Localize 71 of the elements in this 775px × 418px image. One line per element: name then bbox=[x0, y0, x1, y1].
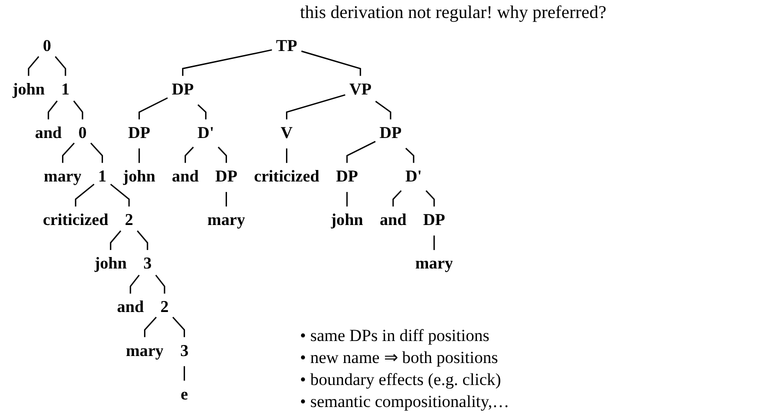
node-text: 2 bbox=[124, 212, 134, 230]
node-text: and bbox=[380, 212, 406, 230]
node-text: D' bbox=[198, 124, 214, 142]
node-text: e bbox=[180, 386, 188, 404]
bullet-point: • semantic compositionality,… bbox=[300, 391, 510, 413]
node-text: and bbox=[117, 298, 144, 316]
connector bbox=[144, 316, 157, 338]
node-text: V bbox=[280, 124, 293, 142]
node-text: DP bbox=[380, 124, 402, 142]
node-text: 1 bbox=[61, 81, 70, 99]
connector bbox=[426, 190, 435, 206]
connector bbox=[392, 190, 402, 206]
bullet-point: • same DPs in diff positions bbox=[300, 325, 490, 347]
connector bbox=[130, 274, 140, 294]
connector bbox=[28, 56, 40, 76]
node-text: 3 bbox=[143, 255, 152, 273]
connector bbox=[73, 100, 84, 120]
connector bbox=[346, 192, 348, 206]
node-text: john bbox=[330, 212, 364, 230]
connector bbox=[74, 184, 94, 206]
connector bbox=[172, 316, 186, 338]
connector bbox=[54, 56, 66, 76]
connector bbox=[155, 274, 166, 294]
node-text: and bbox=[172, 168, 199, 186]
node-text: DP bbox=[423, 212, 446, 230]
connector bbox=[375, 100, 392, 120]
node-text: mary bbox=[207, 212, 246, 230]
connector bbox=[301, 50, 362, 76]
node-text: mary bbox=[415, 255, 454, 273]
node-text: 1 bbox=[98, 168, 106, 186]
node-text: mary bbox=[126, 342, 164, 360]
node-text: mary bbox=[44, 168, 82, 186]
connector bbox=[138, 148, 140, 163]
node-text: TP bbox=[276, 37, 298, 56]
connector bbox=[226, 192, 227, 206]
node-text: criticized bbox=[254, 168, 320, 186]
connector bbox=[110, 230, 122, 250]
connector bbox=[90, 142, 103, 163]
node-text: john bbox=[12, 81, 45, 99]
node-text: 2 bbox=[160, 298, 169, 316]
connector bbox=[286, 94, 346, 120]
node-text: DP bbox=[172, 81, 194, 99]
connector bbox=[138, 97, 168, 120]
connector bbox=[182, 49, 272, 76]
node-text: and bbox=[35, 124, 62, 142]
connector bbox=[136, 230, 148, 250]
node-text: D' bbox=[405, 168, 422, 186]
node-text: DP bbox=[336, 168, 358, 186]
connector bbox=[218, 146, 227, 163]
node-text: 3 bbox=[180, 342, 188, 360]
connector bbox=[198, 104, 206, 120]
node-text: 0 bbox=[42, 37, 52, 56]
connector bbox=[184, 146, 194, 163]
bullet-point: • new name ⇒ both positions bbox=[300, 347, 499, 369]
connector bbox=[48, 100, 58, 120]
node-text: VP bbox=[349, 81, 372, 99]
connector bbox=[405, 148, 414, 163]
node-text: john bbox=[123, 168, 156, 186]
node-text: DP bbox=[128, 124, 150, 142]
node-text: 0 bbox=[78, 124, 87, 142]
connector bbox=[110, 184, 130, 206]
node-text: criticized bbox=[42, 212, 108, 230]
connector bbox=[286, 148, 288, 163]
node-text: DP bbox=[215, 168, 238, 186]
bullet-point: • boundary effects (e.g. click) bbox=[300, 369, 502, 391]
connector bbox=[433, 236, 435, 250]
node-text: john bbox=[94, 255, 127, 273]
connector bbox=[346, 140, 376, 163]
connector bbox=[62, 142, 75, 163]
connector bbox=[184, 366, 186, 381]
note-text: this derivation not regular! why preferred? bbox=[300, 2, 606, 23]
